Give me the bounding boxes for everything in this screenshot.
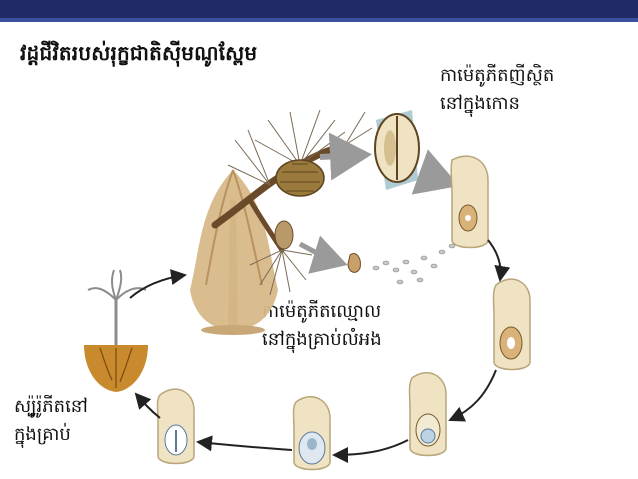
female-gametophyte-label: កាម៉េតូភីតញីស្ថិត នៅក្នុងកោន — [440, 62, 554, 118]
pine-branch-icon — [211, 109, 373, 296]
pine-tree-icon — [190, 169, 278, 335]
cycle-arrow-icon — [487, 239, 511, 282]
diagram-title: វដ្តជីវិតរបស់រុក្ខជាតិស៊ីមណូស្ពែម — [20, 41, 258, 65]
pollen-cone-icon — [274, 220, 294, 250]
ovule-stage-4-icon — [292, 396, 331, 471]
sporophyte-label: ស្ប៉ូរ៉ូភីតនៅ ក្នុងគ្រាប់ — [14, 393, 88, 449]
male-gametophyte-label: កាម៉េតូភីតឈ្មោល នៅក្នុងគ្រាប់លំអង — [262, 298, 382, 354]
sporophyte-label-line-2: ក្នុងគ្រាប់ — [14, 424, 71, 445]
cycle-arrows — [129, 239, 511, 463]
ovule-stage-1-icon — [450, 155, 489, 249]
cycle-arrow-icon — [448, 369, 497, 422]
cycle-arrow-icon — [332, 439, 409, 463]
ovule-stage-3-icon — [408, 372, 447, 457]
cycle-arrow-icon — [196, 435, 293, 452]
seed-icon — [156, 388, 195, 465]
seed-cone-icon — [275, 159, 325, 197]
gray-arrow-icon — [411, 149, 460, 195]
sporophyte-label-line-1: ស្ប៉ូរ៉ូភីតនៅ — [14, 396, 88, 417]
header-stripe — [0, 18, 638, 22]
female-label-line-1: កាម៉េតូភីតញីស្ថិត — [440, 65, 555, 86]
cycle-arrow-icon — [129, 269, 187, 299]
header-bar — [0, 0, 638, 22]
gray-arrow-icon — [319, 132, 372, 181]
cone-section-icon — [374, 110, 420, 190]
seedling-icon — [84, 269, 148, 392]
gray-arrow-icon — [298, 235, 348, 274]
male-label-line-1: កាម៉េតូភីតឈ្មោល — [262, 301, 382, 322]
cycle-arrow-icon — [134, 392, 161, 419]
pollen-grain-icon — [347, 235, 464, 285]
ovule-stage-2-icon — [492, 278, 531, 371]
male-label-line-2: នៅក្នុងគ្រាប់លំអង — [262, 329, 382, 350]
female-label-line-2: នៅក្នុងកោន — [440, 93, 520, 114]
